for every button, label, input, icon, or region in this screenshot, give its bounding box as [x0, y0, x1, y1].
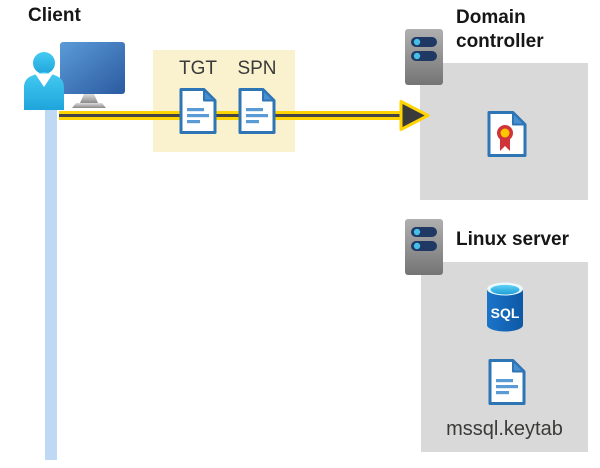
database-cylinder: [487, 289, 523, 332]
person-body-icon: [24, 71, 64, 110]
domain-controller-title: Domain controller: [456, 6, 544, 54]
domain-controller-title-line1: Domain: [456, 7, 526, 28]
linux-server-server-icon: [404, 218, 444, 276]
tgt-document-icon: [177, 86, 219, 136]
person-head-icon: [33, 52, 55, 74]
spn-label: SPN: [237, 58, 277, 79]
spn-document-icon: [236, 86, 278, 136]
ribbon-tails: [500, 139, 510, 151]
linux-server-title: Linux server: [456, 229, 569, 250]
cylinder-top: [490, 284, 520, 295]
certificate-icon: [487, 111, 527, 157]
domain-controller-title-line2: controller: [456, 31, 544, 52]
monitor-stand: [80, 94, 98, 103]
keytab-label: mssql.keytab: [446, 418, 563, 440]
monitor-icon: [60, 42, 125, 94]
domain-controller-server-icon: [404, 28, 444, 86]
seal-center: [500, 128, 510, 138]
client-title: Client: [28, 5, 81, 26]
client-computer-icon: [24, 42, 125, 110]
sql-text: SQL: [491, 305, 520, 321]
client-lifeline: [45, 95, 57, 460]
person-collar: [35, 73, 53, 87]
monitor-base: [72, 103, 106, 108]
keytab-document-icon: [486, 357, 528, 407]
tgt-label: TGT: [179, 58, 217, 79]
sql-database-icon: SQL: [487, 282, 523, 332]
